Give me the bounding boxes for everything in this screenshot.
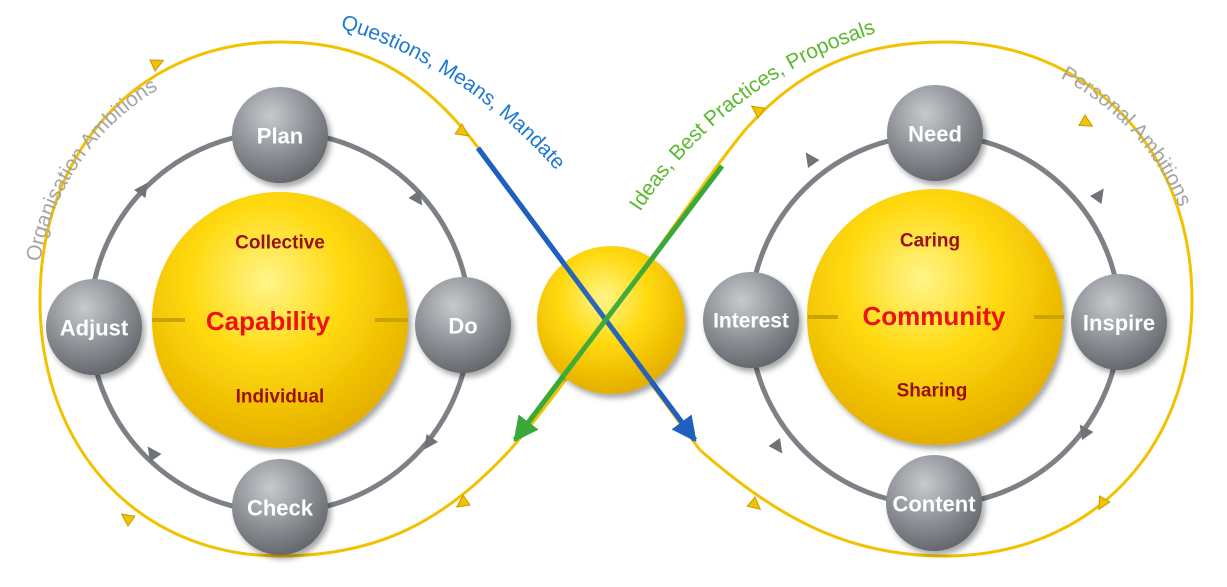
node-check-label: Check — [247, 496, 314, 521]
node-plan — [232, 87, 328, 183]
cycle-arrow-icon — [134, 182, 148, 199]
community-hub — [807, 189, 1063, 445]
hub-title: Community — [863, 301, 1007, 331]
ideas-label: Ideas, Best Practices, Proposals — [625, 16, 878, 215]
cycle-arrow-icon — [1090, 188, 1104, 205]
node-interest-label: Interest — [713, 310, 789, 333]
questions-label: Questions, Means, Mandate — [339, 11, 570, 174]
center-circle — [475, 146, 724, 442]
node-content-label: Content — [892, 492, 976, 517]
gold-arrow-icon — [455, 494, 471, 508]
cycle-arrow-icon — [408, 190, 423, 206]
node-do — [415, 277, 511, 373]
gold-arrow-icon — [1078, 114, 1094, 127]
personal-ambitions-label: Personal Ambitions — [1058, 62, 1196, 209]
node-do-label: Do — [448, 314, 477, 339]
left-cycle: Collective Capability Individual Plan Do… — [46, 87, 511, 555]
hub-bottom-label: Individual — [236, 387, 325, 408]
hub-title: Capability — [206, 306, 331, 336]
green-arrow-overlay — [513, 164, 724, 442]
node-inspire — [1071, 274, 1167, 370]
node-check — [232, 459, 328, 555]
cycle-arrow-icon — [1079, 424, 1094, 440]
organisation-ambitions-label: Organisation Ambitions — [22, 74, 161, 263]
gold-arrow-icon — [746, 496, 762, 511]
gold-arrow-icon — [149, 59, 165, 72]
capability-hub — [152, 192, 408, 448]
cycle-arrow-icon — [768, 438, 783, 454]
outer-loop-left — [38, 40, 512, 558]
node-adjust-label: Adjust — [60, 316, 129, 341]
node-interest — [703, 272, 799, 368]
right-cycle: Caring Community Sharing Need Inspire Co… — [703, 85, 1167, 551]
blue-arrow-overlay — [475, 146, 698, 442]
outer-loop-right — [699, 40, 1194, 558]
hub-top-label: Caring — [900, 231, 960, 252]
node-need-label: Need — [908, 122, 962, 147]
node-content — [886, 455, 982, 551]
node-need — [887, 85, 983, 181]
cycle-arrow-icon — [805, 152, 820, 168]
gold-arrow-icon — [750, 105, 766, 119]
hub-bottom-label: Sharing — [897, 381, 968, 402]
node-plan-label: Plan — [257, 124, 303, 149]
cycle-arrow-icon — [424, 433, 438, 450]
node-adjust — [46, 279, 142, 375]
hub-top-label: Collective — [235, 233, 325, 254]
center-hub — [537, 246, 685, 394]
cycle-arrow-icon — [147, 446, 162, 462]
gold-arrow-icon — [454, 123, 470, 137]
gold-arrow-icon — [1098, 495, 1111, 511]
gold-arrow-icon — [120, 513, 136, 527]
node-inspire-label: Inspire — [1083, 311, 1155, 336]
